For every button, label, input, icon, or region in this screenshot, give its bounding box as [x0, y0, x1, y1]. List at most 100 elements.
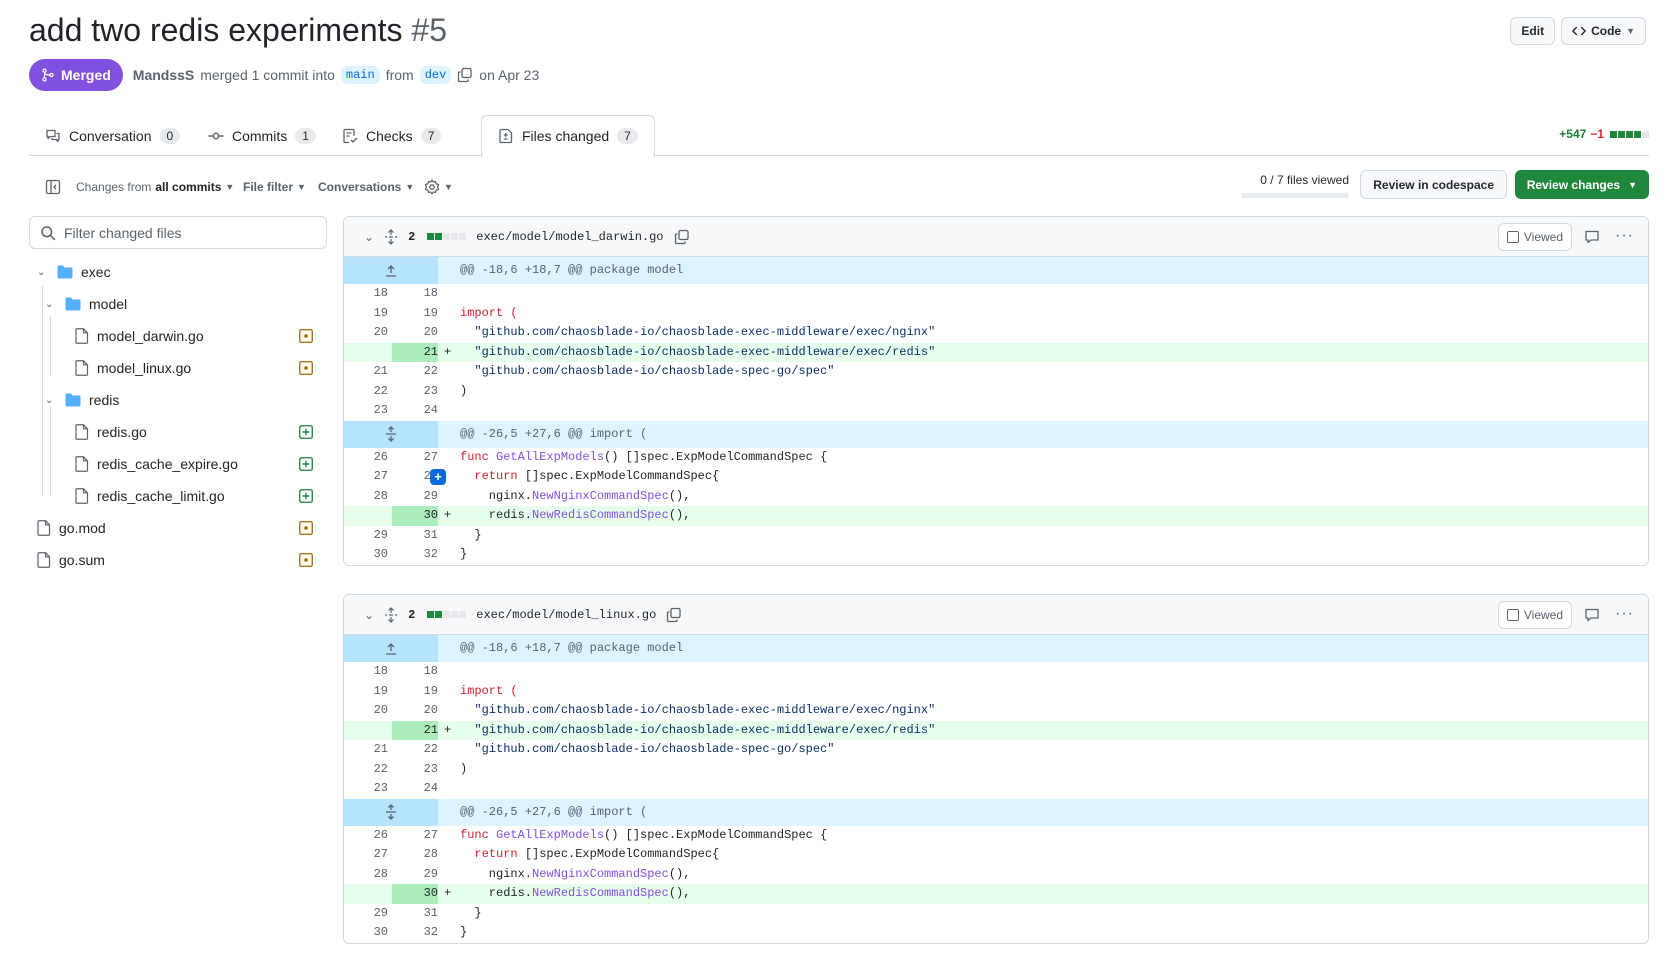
chevron-down-icon[interactable]: ⌄ — [364, 229, 375, 244]
unfold-icon[interactable] — [384, 228, 398, 245]
new-line-number[interactable]: 28 — [423, 847, 438, 861]
copy-icon[interactable] — [666, 607, 682, 623]
new-line-number[interactable]: 27 — [423, 449, 438, 464]
old-line-number[interactable]: 23 — [373, 403, 388, 417]
new-line-number[interactable]: 22 — [423, 364, 438, 378]
chevron-down-icon: ⌄ — [37, 266, 46, 278]
new-line-number[interactable]: 30 — [392, 884, 438, 904]
old-line-number[interactable]: 20 — [373, 325, 388, 339]
old-line-number[interactable]: 26 — [373, 449, 388, 464]
tree-file-model-linux[interactable]: model_linux.go — [29, 352, 329, 384]
kebab-menu-icon[interactable]: ··· — [1615, 605, 1634, 622]
tree-folder-redis[interactable]: ⌄ redis — [29, 384, 329, 416]
code-button[interactable]: Code ▼ — [1561, 17, 1646, 45]
old-line-number[interactable]: 18 — [373, 664, 388, 678]
new-line-number[interactable]: 24 — [423, 403, 438, 417]
unfold-icon[interactable] — [384, 606, 398, 623]
comment-icon[interactable] — [1584, 607, 1600, 623]
tree-file-model-darwin[interactable]: model_darwin.go — [29, 320, 329, 352]
old-line-number[interactable]: 20 — [373, 703, 388, 717]
new-line-number[interactable]: 23 — [423, 761, 438, 776]
diffstat-blocks — [1610, 130, 1649, 138]
file-path-link[interactable]: exec/model/model_darwin.go — [476, 229, 664, 244]
old-line-number[interactable]: 30 — [373, 547, 388, 561]
new-line-number[interactable]: 22 — [423, 742, 438, 756]
copy-icon[interactable] — [457, 67, 473, 83]
expand-up-icon[interactable] — [344, 635, 438, 662]
expand-both-icon[interactable] — [344, 798, 438, 826]
file-path-link[interactable]: exec/model/model_linux.go — [476, 607, 657, 622]
old-line-number[interactable]: 22 — [373, 383, 388, 398]
viewed-checkbox[interactable]: Viewed — [1497, 601, 1572, 629]
toggle-file-tree-button[interactable] — [45, 170, 61, 204]
tree-folder-exec[interactable]: ⌄ exec — [29, 256, 329, 288]
old-line-number[interactable]: 27 — [373, 469, 388, 483]
old-line-number[interactable]: 19 — [373, 305, 388, 320]
tree-folder-model[interactable]: ⌄ model — [29, 288, 329, 320]
old-line-number[interactable]: 18 — [373, 286, 388, 300]
old-line-number[interactable]: 27 — [373, 847, 388, 861]
tab-files-changed[interactable]: Files changed 7 — [481, 115, 655, 157]
new-line-number[interactable]: 20 — [423, 325, 438, 339]
old-line-number[interactable]: 29 — [373, 905, 388, 920]
copy-icon[interactable] — [674, 229, 690, 245]
expand-both-icon[interactable] — [344, 420, 438, 448]
filter-files-input[interactable] — [64, 224, 304, 241]
old-line-number[interactable]: 22 — [373, 761, 388, 776]
new-line-number[interactable]: 21 — [392, 720, 438, 740]
new-line-number[interactable]: 19 — [423, 683, 438, 698]
old-line-number[interactable]: 21 — [373, 742, 388, 756]
new-line-number[interactable]: 24 — [423, 781, 438, 795]
comment-icon[interactable] — [1584, 229, 1600, 245]
old-line-number[interactable]: 28 — [373, 866, 388, 881]
old-line-number[interactable]: 21 — [373, 364, 388, 378]
viewed-checkbox[interactable]: Viewed — [1497, 223, 1572, 251]
hunk-header: @@ -26,5 +27,6 @@ import ( — [344, 798, 1648, 826]
chevron-down-icon: ▼ — [405, 182, 415, 192]
tree-file-redis-cache-expire[interactable]: redis_cache_expire.go — [29, 448, 329, 480]
kebab-menu-icon[interactable]: ··· — [1615, 227, 1634, 244]
new-line-number[interactable]: 32 — [423, 547, 438, 561]
tree-file-redis-cache-limit[interactable]: redis_cache_limit.go — [29, 480, 329, 512]
tree-file-go-mod[interactable]: go.mod — [29, 512, 329, 544]
new-line-number[interactable]: 30 — [392, 506, 438, 526]
tab-commits[interactable]: Commits 1 — [192, 115, 332, 156]
new-line-number[interactable]: 23 — [423, 383, 438, 398]
chevron-down-icon[interactable]: ⌄ — [364, 607, 375, 622]
old-line-number[interactable]: 28 — [373, 488, 388, 503]
old-line-number[interactable]: 19 — [373, 683, 388, 698]
changes-from-dropdown[interactable]: Changes from all commits ▼ — [76, 170, 234, 204]
base-branch[interactable]: main — [340, 66, 380, 84]
new-line-number[interactable]: 31 — [423, 527, 438, 542]
tree-file-go-sum[interactable]: go.sum — [29, 544, 329, 576]
new-line-number[interactable]: 31 — [423, 905, 438, 920]
edit-button[interactable]: Edit — [1510, 17, 1556, 45]
new-line-number[interactable]: 27 — [423, 827, 438, 842]
file-filter-dropdown[interactable]: File filter ▼ — [243, 170, 306, 204]
tab-checks[interactable]: Checks 7 — [326, 115, 457, 156]
review-in-codespace-button[interactable]: Review in codespace — [1360, 170, 1507, 199]
new-line-number[interactable]: 21 — [392, 342, 438, 362]
head-branch[interactable]: dev — [419, 66, 452, 84]
diff-settings-button[interactable]: ▼ — [424, 170, 453, 204]
old-line-number[interactable]: 23 — [373, 781, 388, 795]
new-line-number[interactable]: 32 — [423, 925, 438, 939]
old-line-number[interactable]: 30 — [373, 925, 388, 939]
new-line-number[interactable]: 20 — [423, 703, 438, 717]
expand-up-icon[interactable] — [344, 257, 438, 284]
line-code: "github.com/chaosblade-io/chaosblade-exe… — [460, 722, 936, 737]
tab-conversation[interactable]: Conversation 0 — [29, 115, 196, 156]
new-line-number[interactable]: 18 — [423, 286, 438, 300]
author-link[interactable]: MandssS — [132, 67, 195, 83]
old-line-number[interactable]: 29 — [373, 527, 388, 542]
new-line-number[interactable]: 18 — [423, 664, 438, 678]
review-changes-button[interactable]: Review changes ▼ — [1514, 170, 1649, 199]
new-line-number[interactable]: 29 — [423, 488, 438, 503]
tree-file-redis[interactable]: redis.go — [29, 416, 329, 448]
old-line-number[interactable]: 26 — [373, 827, 388, 842]
add-comment-button[interactable]: + — [430, 469, 446, 485]
new-line-number[interactable]: 29 — [423, 866, 438, 881]
conversations-dropdown[interactable]: Conversations ▼ — [318, 170, 414, 204]
new-line-number[interactable]: 19 — [423, 305, 438, 320]
